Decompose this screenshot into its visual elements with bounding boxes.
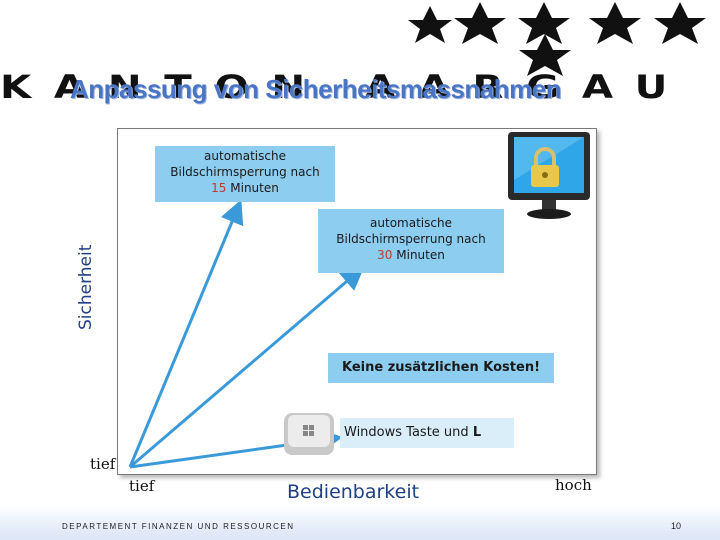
y-axis-label: Sicherheit	[76, 244, 96, 330]
star-icon	[654, 2, 706, 44]
minutes-number: 15	[211, 181, 227, 195]
key-l: L	[472, 425, 482, 440]
taste-und-text: Taste und	[406, 425, 469, 440]
box-text: automatische	[370, 216, 452, 230]
x-axis-high-label: hoch	[555, 476, 592, 494]
box-windows-l: Windows Taste und L	[340, 418, 514, 448]
box-text: Bildschirmsperrung nach	[336, 232, 486, 246]
box-text: automatische	[204, 149, 286, 163]
minutes-number: 30	[377, 248, 393, 262]
box-lock-15min: automatische Bildschirmsperrung nach 15 …	[155, 146, 335, 202]
star-icon	[408, 6, 452, 43]
star-icon	[454, 2, 506, 44]
box-text: 30 Minuten	[318, 247, 504, 263]
monitor-lock-icon	[508, 132, 590, 219]
box-lock-30min: automatische Bildschirmsperrung nach 30 …	[318, 209, 504, 273]
page-number: 10	[671, 521, 682, 531]
page-title: Anpassung von Sicherheitsmassnahmen	[70, 74, 562, 104]
minutes-unit: Minuten	[230, 181, 279, 195]
logo-lettering: KANTON AARGAU	[0, 68, 690, 106]
x-axis-low-label: tief	[129, 477, 155, 495]
windows-key-icon	[284, 413, 334, 455]
footer-band	[0, 506, 720, 540]
x-axis-label: Bedienbarkeit	[287, 481, 420, 503]
star-icon	[589, 2, 641, 44]
windows-word: Windows	[344, 425, 403, 440]
minutes-unit: Minuten	[396, 248, 445, 262]
y-axis-low-label: tief	[90, 455, 116, 473]
star-icon	[519, 34, 571, 76]
footer-department: DEPARTEMENT FINANZEN UND RESSOURCEN	[62, 522, 295, 531]
box-text: 15 Minuten	[155, 180, 335, 196]
kanton-aargau-logo: KANTON AARGAU	[0, 2, 706, 106]
star-icon	[518, 2, 570, 44]
box-no-cost: Keine zusätzlichen Kosten!	[328, 353, 554, 383]
box-text: Bildschirmsperrung nach	[170, 165, 320, 179]
